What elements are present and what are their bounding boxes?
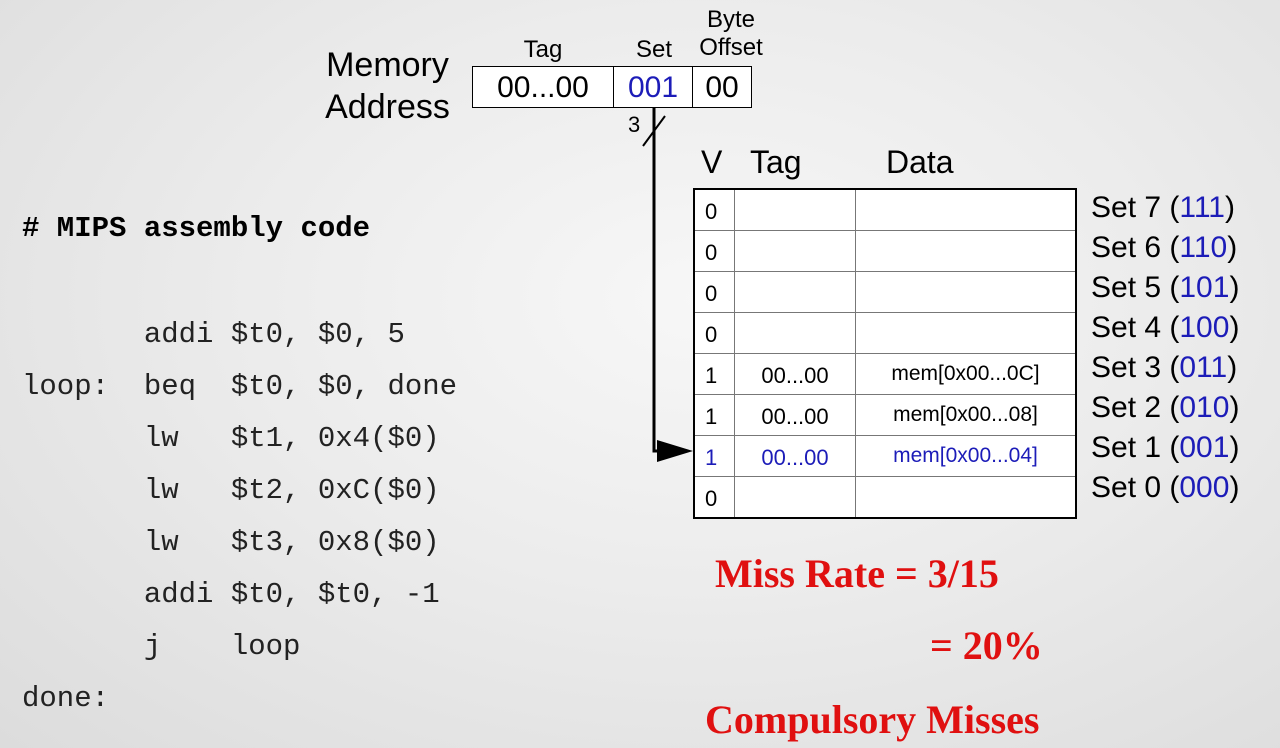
valid-bit: 0 <box>695 272 735 312</box>
valid-bit: 1 <box>695 395 735 435</box>
valid-bit: 1 <box>695 354 735 394</box>
cache-row-set4: 0 <box>695 313 1075 354</box>
data-cell <box>856 313 1075 353</box>
set-label-5: Set 5 (101) <box>1091 271 1240 304</box>
tag-cell: 00...00 <box>735 395 856 435</box>
tag-cell: 00...00 <box>735 354 856 394</box>
code-line: lw $t1, 0x4($0) <box>22 422 440 455</box>
set-index-arrowhead <box>657 440 693 462</box>
tag-cell <box>735 313 856 353</box>
set-index-line <box>652 108 680 453</box>
data-cell <box>856 477 1075 517</box>
valid-bit: 1 <box>695 436 735 476</box>
tag-cell <box>735 231 856 271</box>
cache-table: 0 0 0 0 1 00...00 mem[0x00...0C] 1 00...… <box>693 188 1077 519</box>
set-label-3: Set 3 (011) <box>1091 351 1238 384</box>
data-cell <box>856 231 1075 271</box>
cache-header-valid: V <box>701 144 723 180</box>
code-line: addi $t0, $t0, -1 <box>22 578 440 611</box>
valid-bit: 0 <box>695 231 735 271</box>
data-cell: mem[0x00...04] <box>893 444 1038 467</box>
tag-cell: 00...00 <box>735 436 856 476</box>
data-cell: mem[0x00...0C] <box>891 362 1040 385</box>
tag-cell <box>735 272 856 312</box>
offset-field-header: Byte Offset <box>699 6 763 61</box>
cache-row-set7: 0 <box>695 190 1075 231</box>
cache-header-data: Data <box>886 144 954 180</box>
tag-cell <box>735 477 856 517</box>
data-cell: mem[0x00...08] <box>893 403 1038 426</box>
code-comment: # MIPS assembly code <box>22 212 371 245</box>
miss-rate-fraction: Miss Rate = 3/15 <box>715 551 999 596</box>
set-label-0: Set 0 (000) <box>1091 471 1240 504</box>
cache-row-set6: 0 <box>695 231 1075 272</box>
set-label-4: Set 4 (100) <box>1091 311 1240 344</box>
code-line: done: <box>22 682 110 715</box>
cache-row-set1: 1 00...00 mem[0x00...04] <box>695 436 1075 477</box>
cache-header-tag: Tag <box>750 144 802 180</box>
cache-row-set3: 1 00...00 mem[0x00...0C] <box>695 354 1075 395</box>
address-offset-field: 00 <box>705 71 739 104</box>
cache-row-set2: 1 00...00 mem[0x00...08] <box>695 395 1075 436</box>
set-label-2: Set 2 (010) <box>1091 391 1240 424</box>
memory-address-box: 00...00 001 00 <box>472 66 752 108</box>
valid-bit: 0 <box>695 313 735 353</box>
memory-address-label: Memory Address <box>325 46 450 126</box>
bus-width-label: 3 <box>628 112 641 137</box>
cache-row-set5: 0 <box>695 272 1075 313</box>
code-line: lw $t3, 0x8($0) <box>22 526 440 559</box>
cache-row-set0: 0 <box>695 477 1075 517</box>
valid-bit: 0 <box>695 477 735 517</box>
miss-rate-percent: = 20% <box>930 623 1043 668</box>
code-line: lw $t2, 0xC($0) <box>22 474 440 507</box>
set-label-1: Set 1 (001) <box>1091 431 1240 464</box>
tag-field-header: Tag <box>523 36 563 63</box>
tag-cell <box>735 190 856 230</box>
data-cell <box>856 272 1075 312</box>
valid-bit: 0 <box>695 190 735 230</box>
set-label-7: Set 7 (111) <box>1091 191 1235 224</box>
address-set-field: 001 <box>614 67 693 107</box>
data-cell <box>856 190 1075 230</box>
code-line: addi $t0, $0, 5 <box>22 318 405 351</box>
compulsory-misses-label: Compulsory Misses <box>705 697 1040 742</box>
address-tag-field: 00...00 <box>473 67 614 107</box>
code-line: j loop <box>22 630 301 663</box>
code-line: loop: beq $t0, $0, done <box>22 370 458 403</box>
bus-width-slash <box>642 115 666 147</box>
set-label-6: Set 6 (110) <box>1091 231 1238 264</box>
set-field-header: Set <box>635 36 673 63</box>
